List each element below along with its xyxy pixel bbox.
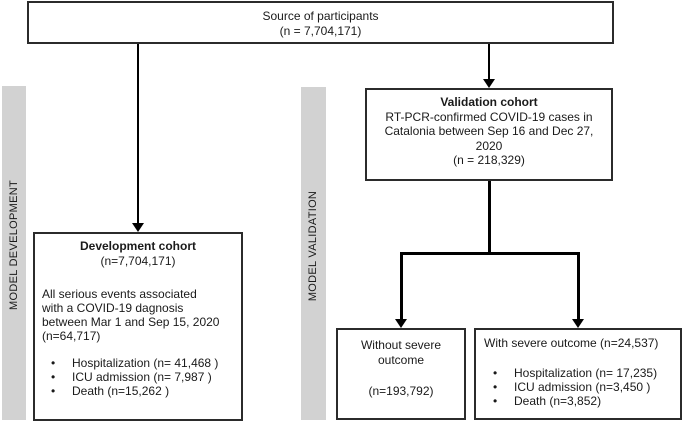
development-desc-line-1: All serious events associated [42, 287, 197, 301]
validation-title: Validation cohort [440, 95, 538, 109]
validation-n: (n = 218,329) [453, 153, 525, 167]
bullet-icon: • [51, 384, 56, 398]
validation-line-3: 2020 [475, 138, 503, 153]
connector-split-right [577, 252, 580, 319]
with-severe-bullet-hospitalization: Hospitalization (n= 17,235) [514, 365, 658, 380]
arrowhead-validation [483, 79, 495, 88]
with-severe-bullet-list: • Hospitalization (n= 17,235) • ICU admi… [484, 366, 672, 408]
list-item: • Death (n=15,262 ) [42, 384, 234, 398]
connector-validation-down [488, 181, 491, 254]
list-item: • Hospitalization (n= 17,235) [484, 366, 672, 380]
source-of-participants-box: Source of participants (n = 7,704,171) [27, 1, 614, 44]
development-desc-line-2: with a COVID-19 dagnosis [42, 301, 184, 315]
development-title: Development cohort [79, 239, 196, 253]
with-severe-title: With severe outcome (n=24,537) [484, 336, 659, 350]
arrowhead-without-severe [395, 319, 407, 328]
with-severe-bullet-death: Death (n=3,852) [514, 393, 602, 408]
bullet-icon: • [493, 379, 498, 394]
development-cohort-box: Development cohort (n=7,704,171) All ser… [33, 232, 243, 421]
development-description: All serious events associated with a COV… [42, 287, 234, 343]
source-title: Source of participants [262, 9, 379, 23]
development-desc-line-4: (n=64,717) [42, 329, 101, 343]
development-bullet-icu: ICU admission (n= 7,987 ) [72, 370, 212, 384]
development-bullet-death: Death (n=15,262 ) [72, 384, 170, 398]
connector-source-to-development [137, 44, 139, 224]
with-severe-outcome-box: With severe outcome (n=24,537) • Hospita… [474, 328, 682, 420]
validation-cohort-box: Validation cohort RT-PCR-confirmed COVID… [365, 88, 613, 181]
without-severe-n: (n=193,792) [368, 384, 434, 398]
without-severe-label: Without severe outcome [360, 338, 442, 367]
connector-source-to-validation [488, 44, 490, 80]
model-validation-band: MODEL VALIDATION [301, 87, 326, 420]
validation-line-2: Catalonia between Sep 16 and Dec 27, [384, 124, 594, 138]
connector-split-left [400, 252, 403, 319]
source-n: (n = 7,704,171) [279, 23, 362, 38]
development-bullet-list: • Hospitalization (n= 41,468 ) • ICU adm… [42, 356, 234, 398]
bullet-icon: • [493, 393, 498, 408]
list-item: • ICU admission (n=3,450 ) [484, 380, 672, 394]
development-bullet-hospitalization: Hospitalization (n= 41,468 ) [72, 356, 219, 370]
arrowhead-development [132, 223, 144, 232]
list-item: • Death (n=3,852) [484, 394, 672, 408]
bullet-icon: • [51, 356, 56, 370]
development-n: (n=7,704,171) [100, 253, 176, 268]
with-severe-bullet-icu: ICU admission (n=3,450 ) [514, 379, 651, 394]
bullet-icon: • [493, 365, 498, 380]
bullet-icon: • [51, 370, 56, 384]
model-development-band: MODEL DEVELOPMENT [2, 86, 26, 420]
list-item: • Hospitalization (n= 41,468 ) [42, 356, 234, 370]
model-development-label: MODEL DEVELOPMENT [8, 180, 20, 310]
connector-split-horizontal [400, 252, 580, 255]
arrowhead-with-severe [572, 319, 584, 328]
validation-line-1: RT-PCR-confirmed COVID-19 cases in [385, 109, 593, 124]
development-desc-line-3: between Mar 1 and Sep 15, 2020 [42, 315, 220, 329]
list-item: • ICU admission (n= 7,987 ) [42, 370, 234, 384]
without-severe-outcome-box: Without severe outcome (n=193,792) [336, 328, 466, 420]
model-validation-label: MODEL VALIDATION [307, 190, 320, 301]
